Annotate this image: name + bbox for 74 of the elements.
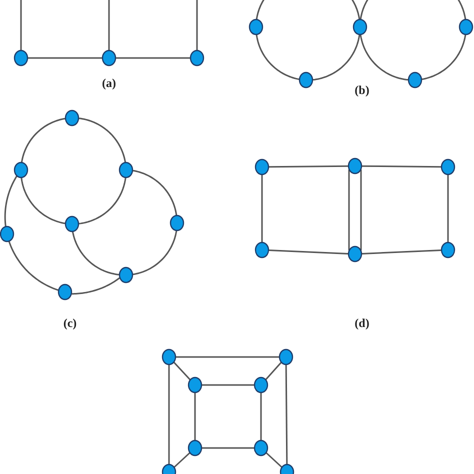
graph-vertex [254,242,270,258]
graph-vertex [254,376,268,394]
graph-vertex [278,348,294,366]
graph-vertex [58,284,72,300]
graph-edge [312,34,360,81]
graph-vertex [248,18,264,36]
panel-label: (a) [102,77,116,89]
graph-edge [360,0,466,20]
graph-edge [20,176,66,224]
graph-vertex [64,110,80,126]
graph-vertex [188,376,202,394]
graph-edge [72,277,120,295]
graph-edge [20,118,66,164]
graph-vertex [118,162,134,178]
graph-edge [265,362,282,380]
graph-vertex [254,440,268,456]
graph-edge [256,34,300,80]
graph-vertex [254,158,270,176]
graph-edge [285,364,288,465]
graph-vertex [190,50,204,66]
graph-edge [168,364,170,465]
graph-vertex [280,464,294,474]
graph-edge [132,230,178,276]
graph-vertex [348,246,362,262]
graph-vertex [118,266,134,284]
graph-vertex [14,162,28,178]
graph-edge [360,170,362,250]
graph-edge [28,57,102,59]
graph-edge [116,57,190,59]
graph-edge [78,176,126,224]
graph-edge [8,240,58,291]
graph-edge [269,165,348,168]
graph-vertex [188,440,202,456]
graph-edge [108,0,110,51]
graph-vertex [298,72,314,88]
graph-vertex [348,158,362,174]
graph-edge [78,118,126,164]
graph-vertex [440,158,456,176]
graph-edge [360,34,408,81]
graph-vertex [64,216,80,232]
graph-edge [196,0,198,51]
graph-edge [256,0,360,20]
graph-vertex [170,214,184,232]
graph-edge [268,250,348,254]
graph-edge [72,230,120,276]
graph-edge [194,392,196,441]
graph-edge [260,392,262,441]
panel-label: (b) [354,84,370,96]
graph-edge [266,452,282,468]
graph-vertex [162,464,176,474]
graph-edge [202,384,254,386]
panel-label: (d) [354,317,370,329]
panel-label: (c) [63,317,77,329]
graph-edge [362,250,442,254]
graph-edge [132,170,178,216]
graph-vertex [352,18,368,36]
graph-vertex [440,242,456,258]
graph-edge [202,447,254,449]
graph-vertex [102,50,116,66]
graph-edge [20,0,22,51]
graph-edge [261,174,263,243]
graph-edge [176,356,279,358]
graph-vertex [14,50,28,66]
graph-vertex [408,72,422,88]
graph-edge [173,362,191,380]
graph-vertex [162,348,176,366]
graph-edge [447,174,449,243]
graph-edge [348,170,350,250]
graph-edge [362,165,441,168]
graph-edge [422,34,466,80]
graph-vertex [458,18,474,36]
graph-edge [4,175,18,228]
graph-edge [174,452,190,468]
graph-vertex [0,226,14,242]
